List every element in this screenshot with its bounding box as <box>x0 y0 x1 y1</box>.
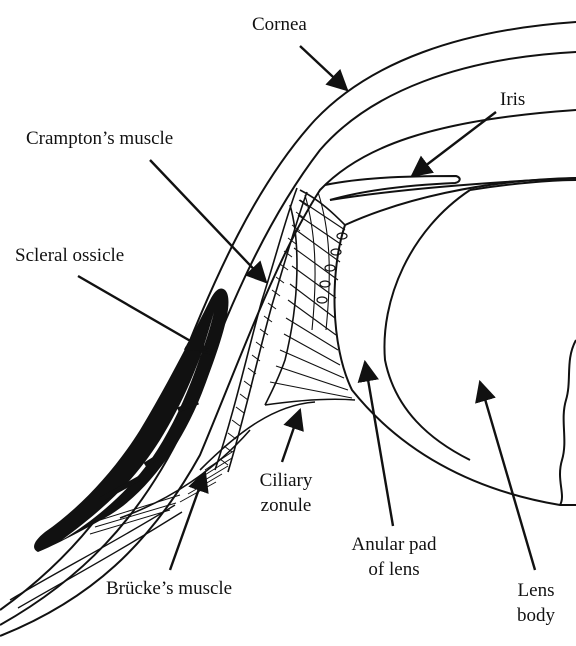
label-ciliary-zonule-line1: Ciliary <box>248 468 324 493</box>
arrow-cornea <box>300 46 347 90</box>
label-cornea: Cornea <box>252 12 307 37</box>
label-cramptons-muscle: Crampton’s muscle <box>26 126 173 151</box>
arrow-anular-pad <box>365 362 393 526</box>
label-ciliary-zonule: Ciliary zonule <box>248 468 324 518</box>
lens-shape <box>335 178 576 505</box>
label-bruckes-muscle: Brücke’s muscle <box>106 576 232 601</box>
label-lens-body-line2: body <box>508 603 564 628</box>
label-anular-pad-line2: of lens <box>340 557 448 582</box>
arrow-bruckes-muscle <box>170 472 205 570</box>
label-ciliary-zonule-line2: zonule <box>248 493 324 518</box>
arrow-scleral-ossicle <box>78 276 206 350</box>
label-iris: Iris <box>500 87 525 112</box>
arrow-cramptons-muscle <box>150 160 266 282</box>
cornea-outline <box>0 22 576 636</box>
label-scleral-ossicle: Scleral ossicle <box>15 243 124 268</box>
arrow-ciliary-zonule <box>282 410 300 462</box>
label-anular-pad: Anular pad of lens <box>340 532 448 582</box>
label-anular-pad-line1: Anular pad <box>340 532 448 557</box>
label-lens-body: Lens body <box>508 578 564 628</box>
arrow-lens-body <box>480 382 535 570</box>
arrow-iris <box>412 112 496 176</box>
label-lens-body-line1: Lens <box>508 578 564 603</box>
